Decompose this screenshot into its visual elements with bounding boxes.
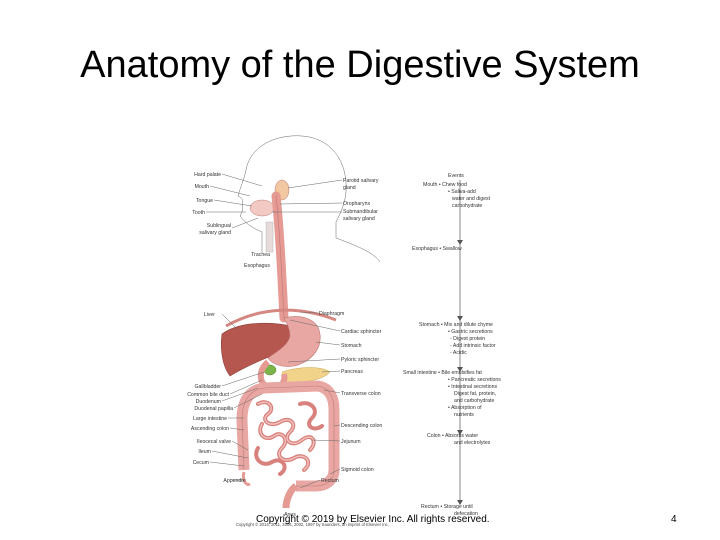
left-labels: Hard palate Mouth Tongue Tooth Sublingua…: [187, 172, 296, 518]
label-gallbladder: Gallbladder: [194, 384, 221, 390]
svg-text:- Digest protein: - Digest protein: [450, 336, 485, 342]
svg-text:Mouth • Chew food: Mouth • Chew food: [423, 182, 467, 188]
svg-text:• Gastric secretions: • Gastric secretions: [448, 329, 493, 335]
label-submandibular-gland: salivary gland: [343, 216, 375, 222]
salivary-glands: [249, 199, 275, 217]
pancreas: [281, 367, 331, 383]
right-labels: Parotid salivary gland Oropharynx Subman…: [319, 178, 382, 484]
appendix: [242, 471, 251, 486]
svg-text:- Acidic: - Acidic: [450, 350, 467, 356]
label-sublingual: Sublingual: [207, 223, 231, 229]
diaphragm: [225, 308, 337, 328]
label-oropharynx: Oropharynx: [343, 201, 371, 207]
label-submandibular: Submandibular: [343, 209, 378, 215]
label-tongue: Tongue: [196, 198, 213, 204]
svg-text:• Saliva-add: • Saliva-add: [448, 189, 476, 195]
label-duodenum: Duodenum: [196, 399, 221, 405]
events-arrowheads: [457, 240, 463, 505]
label-stomach: Stomach: [341, 343, 362, 349]
rectum: [282, 483, 299, 509]
left-leader-lines: [206, 173, 265, 481]
events-header: Events: [448, 173, 464, 179]
svg-text:Digest fat, protein,: Digest fat, protein,: [454, 391, 496, 397]
label-ileocecal-valve: Ileocecal valve: [197, 439, 231, 445]
svg-text:nutrients: nutrients: [454, 412, 474, 418]
label-duodenal-papilla: Duodenal papilla: [194, 406, 233, 412]
svg-text:water and digest: water and digest: [452, 196, 491, 202]
svg-text:- Add intrinsic factor: - Add intrinsic factor: [450, 343, 496, 349]
label-mouth: Mouth: [195, 184, 210, 190]
svg-text:Small intestine • Bile emulsif: Small intestine • Bile emulsifies fat: [403, 370, 482, 376]
label-trachea: Trachea: [251, 252, 270, 258]
label-diaphragm: Diaphragm: [319, 311, 344, 317]
svg-text:• Intestinal secretions: • Intestinal secretions: [448, 384, 498, 390]
label-sublingual-gland: salivary gland: [199, 230, 231, 236]
slide-title: Anatomy of the Digestive System: [80, 44, 640, 86]
svg-text:• Pancreatic secretions: • Pancreatic secretions: [448, 377, 501, 383]
footer-copyright: Copyright © 2019 by Elsevier Inc. All ri…: [256, 514, 490, 525]
label-jejunum: Jejunum: [341, 439, 361, 445]
label-anus: Anus: [284, 512, 296, 518]
label-parotid: Parotid salivary: [343, 178, 379, 184]
label-tooth: Tooth: [192, 210, 205, 216]
label-sigmoid-colon: Sigmoid colon: [341, 467, 374, 473]
svg-text:Esophagus • Swallow: Esophagus • Swallow: [412, 246, 462, 252]
svg-text:carbohydrate: carbohydrate: [452, 203, 482, 209]
svg-text:and electrolytes: and electrolytes: [454, 440, 491, 446]
label-common-bile-duct: Common bile duct: [187, 392, 229, 398]
label-cardiac-sphincter: Cardiac sphincter: [341, 329, 382, 335]
label-pyloric-sphincter: Pyloric sphincter: [341, 357, 379, 363]
head-outline: [245, 135, 381, 263]
svg-text:and carbohydrate: and carbohydrate: [454, 398, 494, 404]
label-esophagus: Esophagus: [244, 263, 270, 269]
svg-text:Rectum • Storage until: Rectum • Storage until: [421, 504, 473, 510]
label-rectum: Rectum: [321, 478, 339, 484]
label-pancreas: Pancreas: [341, 369, 363, 375]
right-leader-lines: [272, 179, 343, 489]
label-liver: Liver: [204, 312, 216, 318]
svg-text:defecation: defecation: [454, 511, 478, 517]
label-ileum: Ileum: [198, 449, 211, 455]
svg-text:Stomach • Mix and dilute chyme: Stomach • Mix and dilute chyme: [419, 322, 493, 328]
label-cecum: Cecum: [193, 460, 209, 466]
events-column: Events Mouth • Chew food • Saliva-add wa…: [403, 173, 501, 517]
stomach: [267, 316, 321, 367]
label-large-intestine: Large intestine: [193, 416, 227, 422]
label-ascending-colon: Ascending colon: [191, 426, 229, 432]
label-parotid-gland: gland: [343, 185, 356, 191]
svg-text:• Absorption of: • Absorption of: [448, 405, 482, 411]
label-transverse-colon: Transverse colon: [341, 391, 381, 397]
label-appendix: Appendix: [223, 478, 245, 484]
svg-text:Colon • Absorbs water: Colon • Absorbs water: [427, 433, 478, 439]
label-descending-colon: Descending colon: [341, 423, 382, 429]
face-outline: [237, 169, 263, 252]
label-hard-palate: Hard palate: [194, 172, 221, 178]
page-number: 4: [671, 514, 677, 525]
trachea: [265, 221, 274, 253]
figure-credit: Copyright © 2014, 2011, 2006, 2002, 1997…: [236, 522, 389, 527]
